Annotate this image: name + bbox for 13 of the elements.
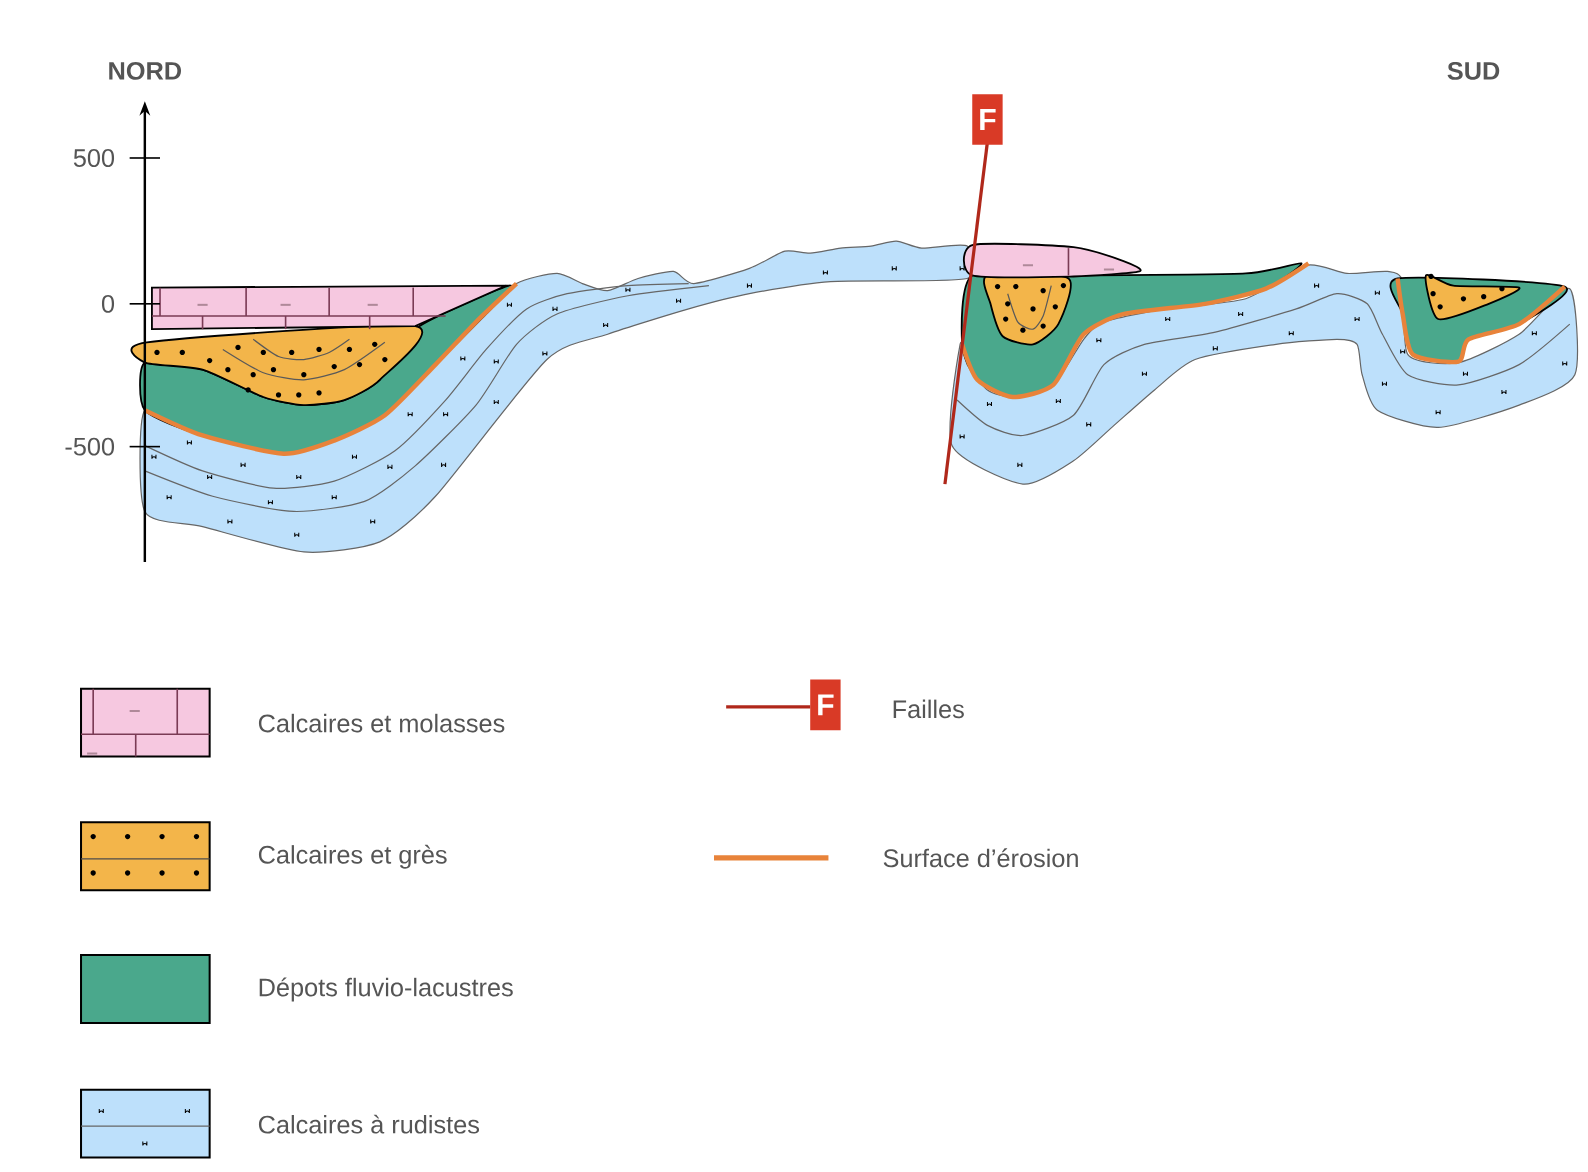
fault-label: F [810,679,841,731]
axis-label: 500 [73,149,115,168]
fault-label: F [972,94,1003,145]
legend-label: Surface d’érosion [883,848,1078,868]
direction-label: SUD [1447,62,1500,80]
direction-label: NORD [109,62,182,80]
legend-label: Calcaires à rudistes [258,1114,479,1134]
legend-label: Calcaires et molasses [258,713,505,733]
legend-label: Dépots fluvio-lacustres [259,977,513,1002]
axis-label: -500 [65,437,115,456]
legend-label: Failles [893,699,964,719]
axis-label: 0 [101,295,115,313]
legend-label: Calcaires et grès [258,844,447,869]
